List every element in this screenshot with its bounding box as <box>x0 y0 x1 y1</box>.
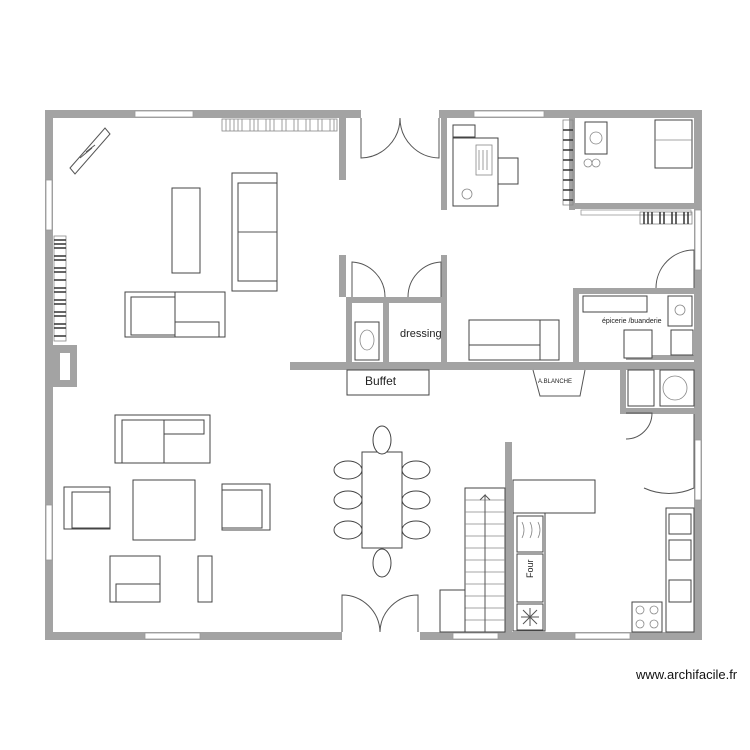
label-buffet: Buffet <box>365 374 397 388</box>
label-dressing: dressing <box>400 328 442 340</box>
service-rooms <box>354 295 695 407</box>
stairs <box>439 487 506 633</box>
label-epicerie: épicerie /buanderie <box>602 318 662 325</box>
label-ablanche: A.BLANCHE <box>538 379 572 385</box>
radiators <box>53 118 693 342</box>
kitchen-furniture <box>512 479 695 633</box>
living-furniture <box>63 127 278 603</box>
doors <box>341 110 695 640</box>
windows <box>45 110 702 640</box>
credit-text: www.archifacile.fr <box>636 667 738 682</box>
dining-furniture <box>333 369 431 578</box>
label-four: Four <box>525 559 535 578</box>
office-furniture <box>452 119 693 361</box>
